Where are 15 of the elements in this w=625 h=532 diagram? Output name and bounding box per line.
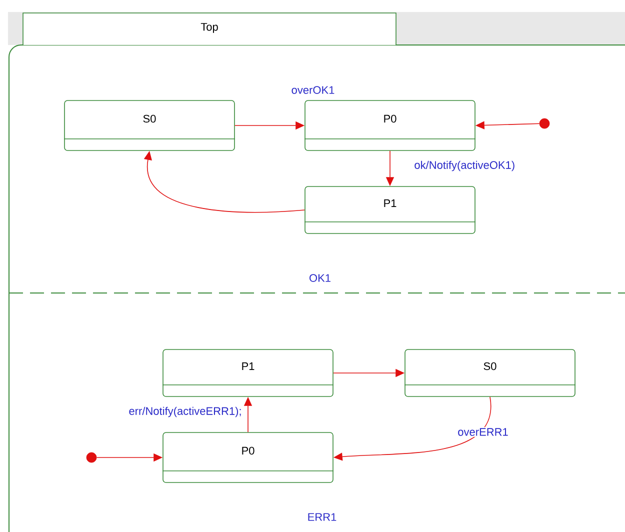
edge-label: overOK1 (290, 85, 336, 95)
state-box: P1 (162, 349, 334, 397)
state-box: P1 (304, 186, 476, 234)
edge-label: overERR1 (456, 427, 510, 437)
region-label: ERR1 (308, 513, 336, 521)
node-label: Top (200, 23, 218, 33)
initial-state-dot (539, 118, 550, 129)
state-box: P0 (304, 100, 476, 151)
edge-label: err/Notify(activeERR1); (128, 406, 243, 418)
state-box: P0 (162, 432, 334, 483)
region-label: OK1 (310, 274, 330, 282)
state-box: S0 (64, 100, 236, 151)
state-box: S0 (404, 349, 576, 397)
edge-label: ok/Notify(activeOK1) (413, 160, 516, 172)
initial-state-dot (86, 452, 97, 463)
